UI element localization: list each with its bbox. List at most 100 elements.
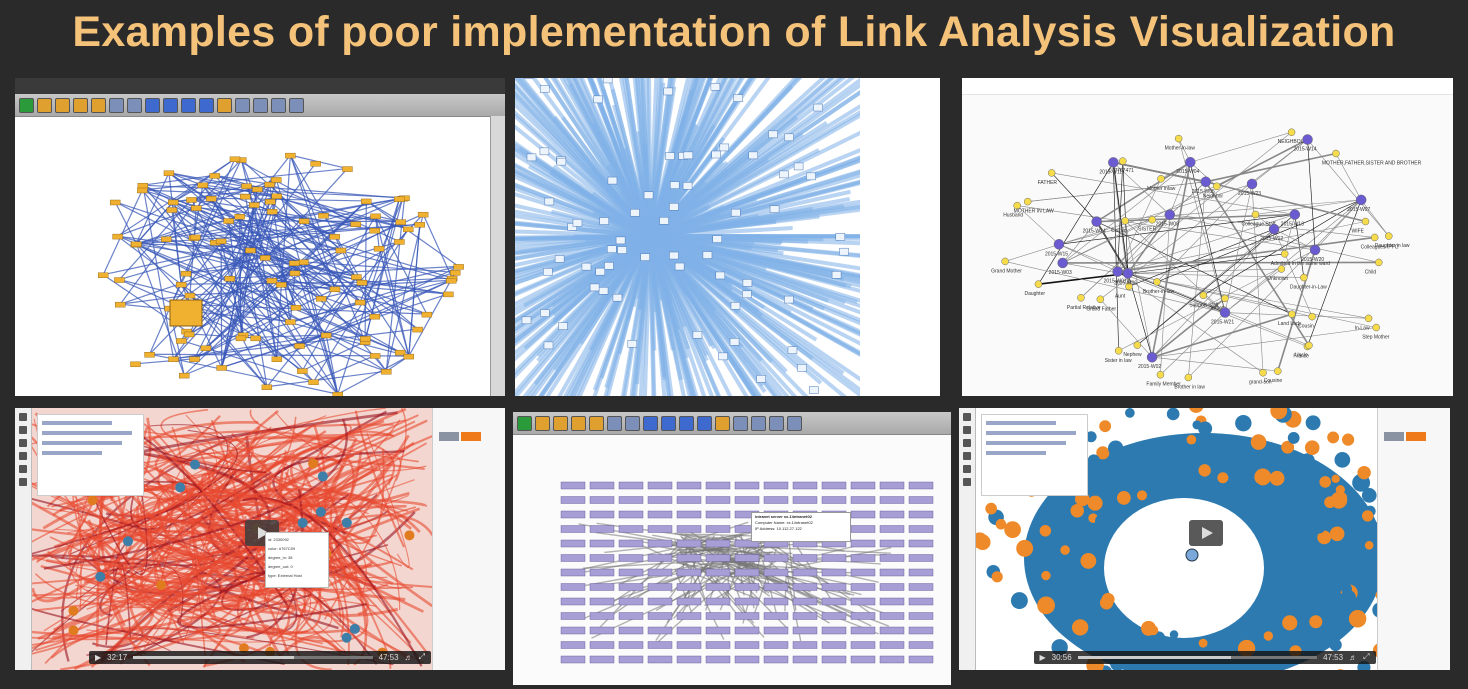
node-chip bbox=[333, 392, 343, 396]
play-button[interactable] bbox=[1189, 520, 1223, 546]
edge bbox=[1308, 140, 1316, 250]
node-chip bbox=[720, 144, 729, 151]
tool-icon[interactable] bbox=[19, 439, 27, 447]
edge bbox=[1118, 132, 1292, 271]
node bbox=[1303, 135, 1313, 145]
seek-bar[interactable] bbox=[133, 656, 372, 659]
query-line bbox=[42, 431, 132, 435]
node-blob bbox=[1305, 588, 1320, 603]
node bbox=[1185, 374, 1192, 381]
node-chip bbox=[450, 270, 460, 275]
node-chip bbox=[880, 613, 904, 620]
node-chip bbox=[561, 642, 585, 649]
node-blob bbox=[1037, 596, 1055, 614]
fullscreen-icon[interactable]: ⤢ bbox=[419, 652, 425, 662]
fullscreen-icon[interactable]: ⤢ bbox=[1363, 652, 1369, 662]
node-chip bbox=[206, 196, 216, 201]
node-chip bbox=[394, 239, 404, 244]
play-icon[interactable]: ▶ bbox=[1040, 653, 1046, 662]
tool-icon[interactable] bbox=[19, 426, 27, 434]
node-chip bbox=[706, 526, 730, 533]
node-chip bbox=[735, 656, 759, 663]
node bbox=[1247, 179, 1257, 189]
swatch-gray[interactable] bbox=[439, 432, 459, 441]
node-blob bbox=[1332, 475, 1340, 483]
node-chip bbox=[454, 264, 464, 269]
node-chip bbox=[677, 569, 701, 576]
volume-icon[interactable]: ♬ bbox=[405, 653, 413, 662]
network-canvas[interactable] bbox=[15, 78, 505, 396]
node-blob bbox=[1069, 597, 1086, 614]
tool-icon[interactable] bbox=[19, 413, 27, 421]
node-chip bbox=[822, 482, 846, 489]
swatch-orange[interactable] bbox=[461, 432, 481, 441]
node bbox=[1097, 296, 1104, 303]
node-chip bbox=[619, 526, 643, 533]
tool-icon[interactable] bbox=[963, 478, 971, 486]
node-chip bbox=[443, 292, 453, 297]
node-chip bbox=[909, 642, 933, 649]
seek-bar[interactable] bbox=[1078, 656, 1317, 659]
node-chip bbox=[798, 364, 807, 371]
node-chip bbox=[181, 271, 191, 276]
node-chip bbox=[618, 247, 627, 254]
node-chip bbox=[619, 613, 643, 620]
node-chip bbox=[909, 482, 933, 489]
node-chip bbox=[590, 511, 614, 518]
volume-icon[interactable]: ♬ bbox=[1349, 653, 1357, 662]
play-icon[interactable]: ▶ bbox=[95, 653, 101, 662]
properties-panel bbox=[1377, 408, 1450, 670]
node-chip bbox=[648, 584, 672, 591]
tool-icon[interactable] bbox=[963, 439, 971, 447]
node-chip bbox=[909, 598, 933, 605]
node-chip bbox=[880, 497, 904, 504]
node bbox=[1385, 233, 1392, 240]
node-chip bbox=[669, 203, 678, 210]
node-chip bbox=[561, 511, 585, 518]
tool-icon[interactable] bbox=[963, 465, 971, 473]
node-chip bbox=[176, 338, 186, 343]
node bbox=[1077, 294, 1084, 301]
node-chip bbox=[371, 214, 381, 219]
tool-icon[interactable] bbox=[963, 413, 971, 421]
tool-icon[interactable] bbox=[19, 478, 27, 486]
node-chip bbox=[265, 182, 275, 187]
edge bbox=[277, 284, 281, 358]
grid-canvas[interactable] bbox=[513, 412, 951, 685]
node-chip bbox=[677, 482, 701, 489]
swatch-orange[interactable] bbox=[1406, 432, 1426, 441]
edge bbox=[1152, 327, 1376, 357]
node bbox=[1048, 169, 1055, 176]
node-chip bbox=[185, 293, 195, 298]
node bbox=[1024, 198, 1031, 205]
node-chip bbox=[822, 613, 846, 620]
node-chip bbox=[267, 278, 277, 283]
node-chip bbox=[648, 656, 672, 663]
fan-canvas[interactable] bbox=[515, 78, 940, 396]
node bbox=[1122, 217, 1129, 224]
node-chip bbox=[240, 194, 250, 199]
node-chip bbox=[713, 236, 722, 243]
node-chip bbox=[619, 584, 643, 591]
node-chip bbox=[413, 327, 423, 332]
node-chip bbox=[210, 173, 220, 178]
node-chip bbox=[749, 152, 758, 159]
control-bar: ▶ 30:56 47:53 ♬ ⤢ bbox=[1034, 651, 1376, 664]
edge bbox=[1125, 221, 1225, 313]
tool-icon[interactable] bbox=[19, 452, 27, 460]
node-chip bbox=[769, 131, 778, 138]
node-chip bbox=[290, 271, 300, 276]
tool-icon[interactable] bbox=[19, 465, 27, 473]
node-label: Mother inlaw bbox=[1147, 186, 1176, 192]
tool-icon[interactable] bbox=[963, 452, 971, 460]
node-blob bbox=[1187, 435, 1197, 445]
node-chip bbox=[545, 198, 554, 205]
panel-top-left-network bbox=[15, 78, 505, 396]
node-chip bbox=[880, 584, 904, 591]
node bbox=[308, 458, 318, 468]
swatch-gray[interactable] bbox=[1384, 432, 1404, 441]
node bbox=[1252, 211, 1259, 218]
node-chip bbox=[793, 642, 817, 649]
tool-icon[interactable] bbox=[963, 426, 971, 434]
